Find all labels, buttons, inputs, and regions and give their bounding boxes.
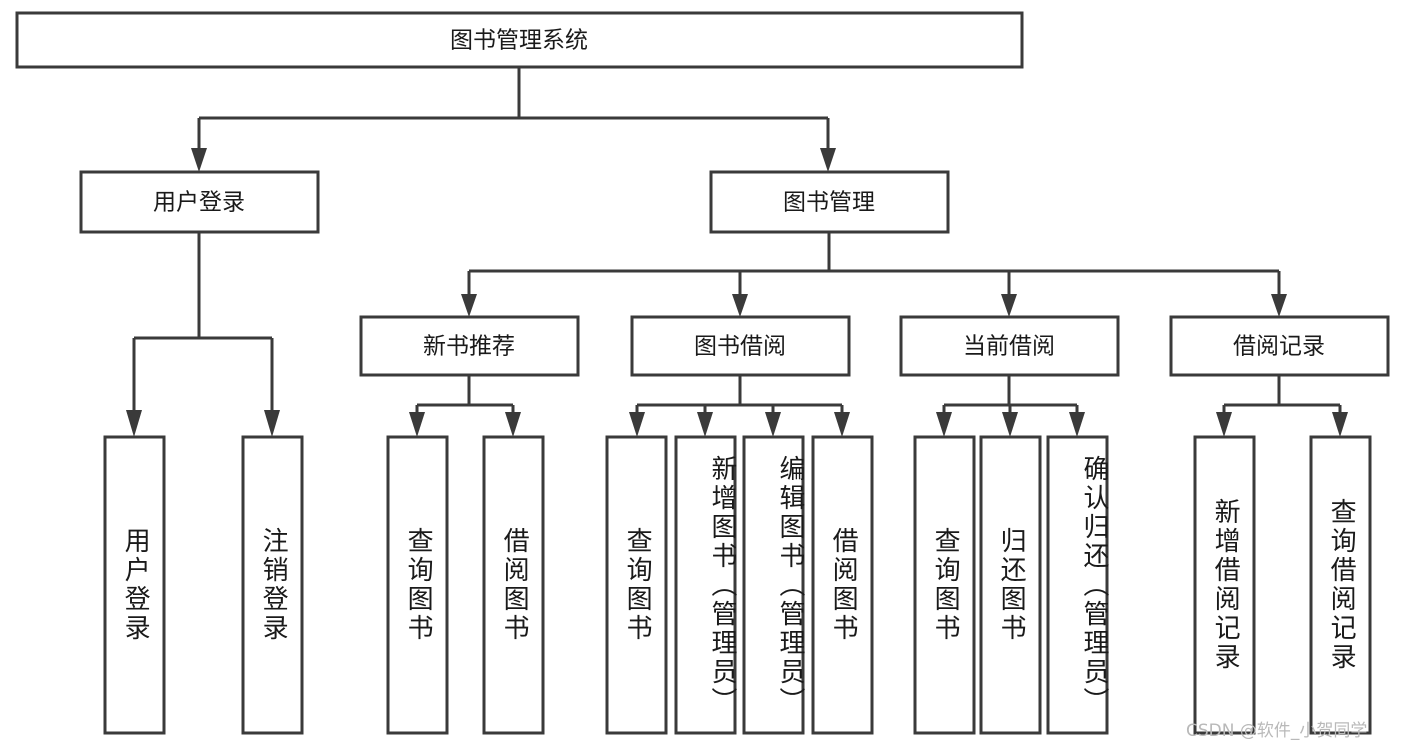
leaf-box-user-login-1[interactable] bbox=[103, 435, 166, 735]
node-book-manage-label: 图书管理 bbox=[783, 190, 875, 216]
node-new-book-label: 新书推荐 bbox=[423, 334, 515, 360]
leaf-box-borrow-record-1[interactable] bbox=[1193, 435, 1256, 735]
node-borrow-record-box[interactable] bbox=[1169, 315, 1390, 377]
leaf-box-user-login-2[interactable] bbox=[241, 435, 304, 735]
arrow-head-to-book-borrow bbox=[732, 294, 748, 317]
arrow-head-leaf-borrow-record-2 bbox=[1332, 412, 1348, 437]
arrow-head-leaf-user-login-2 bbox=[264, 410, 280, 437]
leaf-box-current-borrow-1[interactable] bbox=[913, 435, 976, 735]
leaf-box-new-book-2[interactable] bbox=[482, 435, 545, 735]
node-root-label: 图书管理系统 bbox=[450, 28, 588, 54]
arrow-head-leaf-current-borrow-2 bbox=[1002, 412, 1018, 437]
leaf-box-book-borrow-4[interactable] bbox=[811, 435, 874, 735]
arrow-head-leaf-user-login-1 bbox=[126, 410, 142, 437]
node-current-borrow-label: 当前借阅 bbox=[963, 334, 1055, 360]
node-book-borrow-label: 图书借阅 bbox=[694, 334, 786, 360]
leaf-box-borrow-record-2[interactable] bbox=[1309, 435, 1372, 735]
leaf-box-book-borrow-2[interactable] bbox=[674, 435, 737, 735]
arrow-head-leaf-current-borrow-1 bbox=[936, 412, 952, 437]
node-book-borrow-box[interactable] bbox=[630, 315, 851, 377]
node-new-book-box[interactable] bbox=[359, 315, 580, 377]
node-borrow-record-label: 借阅记录 bbox=[1233, 334, 1325, 360]
arrow-head-to-current-borrow bbox=[1001, 294, 1017, 317]
arrow-head-leaf-borrow-record-1 bbox=[1216, 412, 1232, 437]
leaf-box-current-borrow-2[interactable] bbox=[979, 435, 1042, 735]
watermark-text: CSDN @软件_小贺同学 bbox=[1186, 721, 1368, 741]
arrow-head-leaf-current-borrow-3 bbox=[1069, 412, 1085, 437]
arrow-head-leaf-book-borrow-1 bbox=[629, 412, 645, 437]
leaf-box-book-borrow-1[interactable] bbox=[605, 435, 668, 735]
arrow-head-leaf-new-book-2 bbox=[505, 412, 521, 437]
arrow-head-leaf-book-borrow-3 bbox=[765, 412, 781, 437]
node-user-login-label: 用户登录 bbox=[153, 190, 245, 216]
arrow-head-to-borrow-record bbox=[1271, 294, 1287, 317]
leaf-box-new-book-1[interactable] bbox=[386, 435, 449, 735]
node-root-box[interactable] bbox=[15, 11, 1024, 69]
arrow-head-to-user-login bbox=[191, 148, 207, 172]
leaf-box-book-borrow-3[interactable] bbox=[742, 435, 805, 735]
arrow-head-to-new-book bbox=[461, 294, 477, 317]
arrow-head-leaf-book-borrow-4 bbox=[834, 412, 850, 437]
node-current-borrow-box[interactable] bbox=[899, 315, 1120, 377]
leaf-box-current-borrow-3[interactable] bbox=[1046, 435, 1109, 735]
arrow-head-leaf-book-borrow-2 bbox=[697, 412, 713, 437]
node-book-manage-box[interactable] bbox=[709, 170, 950, 234]
arrow-head-to-book-manage bbox=[820, 148, 836, 172]
arrow-head-leaf-new-book-1 bbox=[409, 412, 425, 437]
